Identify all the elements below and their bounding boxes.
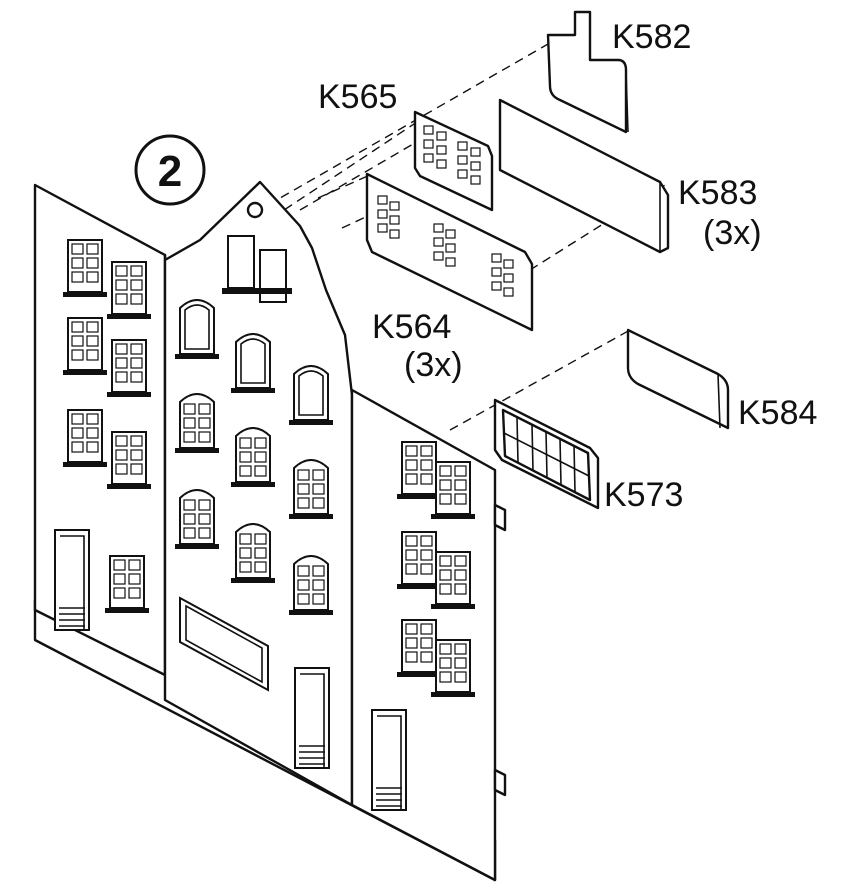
middle-facade-windows [174,235,334,769]
alignment-lines [267,39,666,431]
label-k582: K582 [612,18,691,56]
label-k584: K584 [738,394,817,432]
part-k584 [626,328,730,430]
part-k565 [413,110,494,212]
part-k583 [498,98,670,254]
label-k583: K583 [678,174,757,212]
label-k564-qty: (3x) [404,346,463,384]
label-k583-qty: (3x) [703,214,762,252]
label-k573: K573 [604,476,683,514]
part-k564 [365,172,534,332]
label-k565: K565 [318,78,397,116]
step-number: 2 [158,147,182,196]
part-k573 [493,398,600,510]
label-k564: K564 [372,308,451,346]
part-k582 [546,10,629,134]
step-badge: 2 [134,134,206,206]
